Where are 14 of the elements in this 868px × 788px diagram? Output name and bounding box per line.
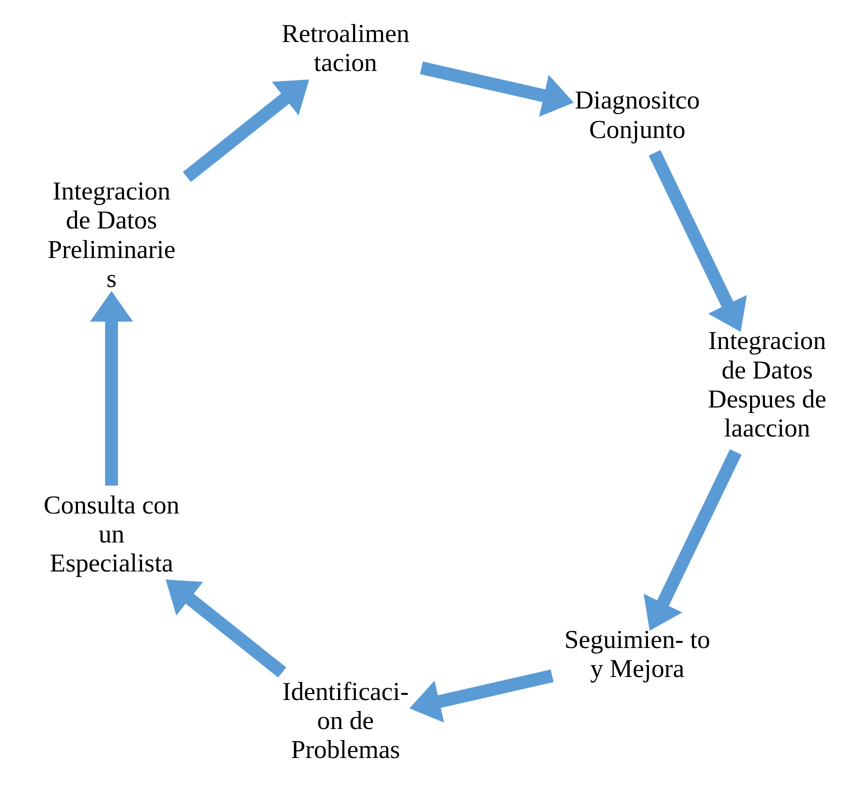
arrow bbox=[643, 449, 742, 631]
node-text: Identificaci- on de Problemas bbox=[282, 677, 408, 764]
node-text: Consulta con un Especialista bbox=[43, 490, 179, 578]
arrow bbox=[182, 79, 309, 182]
arrow bbox=[90, 290, 133, 486]
arrow bbox=[165, 580, 286, 678]
node-text: Retroalimen tacion bbox=[281, 19, 409, 78]
arrow bbox=[408, 670, 554, 722]
node-text: Integracion de Datos Preliminarie s bbox=[47, 176, 175, 293]
arrow bbox=[648, 150, 746, 332]
arrow bbox=[420, 61, 574, 117]
node-text: Seguimien- to y Mejora bbox=[564, 624, 710, 684]
node-text: Diagnositco Conjunto bbox=[574, 86, 700, 144]
node-text: Integracion de Datos Despues de laaccion bbox=[707, 326, 826, 443]
